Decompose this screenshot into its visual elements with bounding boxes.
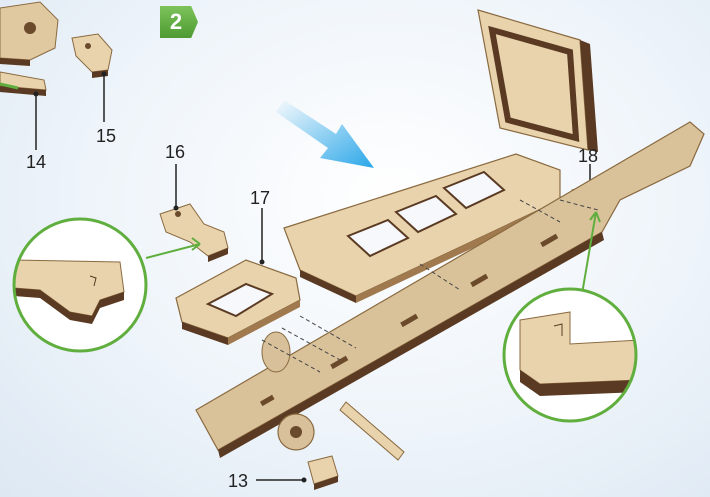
top-left-part [0, 2, 58, 66]
detail-zoom-right [504, 289, 640, 421]
part-14 [0, 72, 46, 150]
part-label-16: 16 [165, 142, 185, 162]
part-13 [256, 456, 338, 490]
part-label-15: 15 [96, 126, 116, 146]
part-label-18: 18 [578, 146, 598, 166]
direction-arrow [276, 100, 374, 168]
part-15 [72, 34, 112, 122]
part-label-13: 13 [228, 471, 248, 491]
detail-zoom-left [14, 219, 146, 351]
part-label-17: 17 [250, 188, 270, 208]
part-label-14: 14 [26, 152, 46, 172]
